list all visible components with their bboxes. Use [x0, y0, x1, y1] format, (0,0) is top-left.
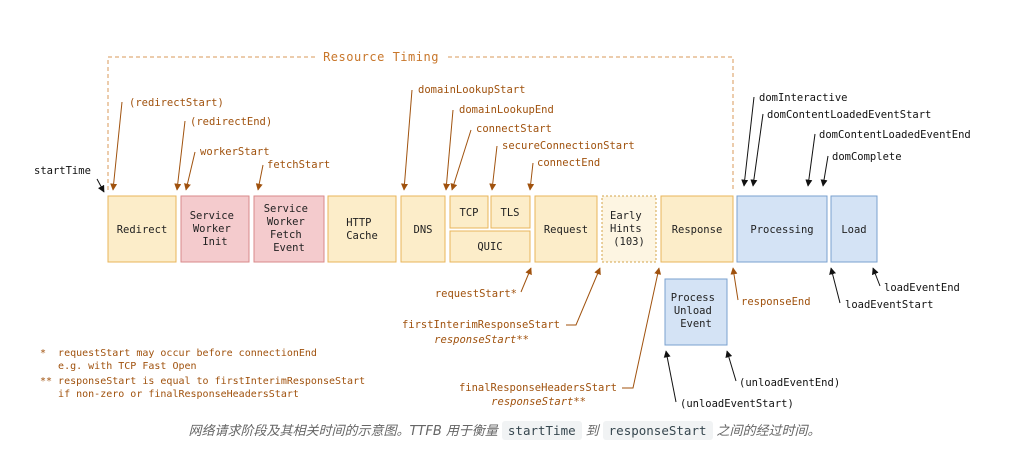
- worker-start-arrow: [184, 151, 196, 191]
- unload-event-start-label: (unloadEventStart): [680, 398, 794, 410]
- footnote-line-2: e.g. with TCP Fast Open: [40, 361, 197, 372]
- tcp-box: [449, 195, 489, 229]
- response-markers: requestStart* firstInterimResponseStart …: [402, 267, 811, 408]
- connect-start-label: connectStart: [476, 123, 552, 135]
- start-time-label: startTime: [34, 165, 91, 177]
- final-response-headers-start-arrow: [622, 267, 662, 389]
- footnote-line-3: ** responseStart is equal to firstInteri…: [40, 376, 365, 387]
- secure-connection-start-label: secureConnectionStart: [502, 140, 635, 152]
- redirect-end-arrow: [174, 120, 186, 191]
- redirect-end-label: (redirectEnd): [190, 116, 272, 128]
- resource-timing-bracket: Resource Timing: [107, 50, 734, 190]
- dom-interactive-label: domInteractive: [759, 92, 848, 104]
- dom-content-loaded-end-arrow: [805, 133, 816, 187]
- load-event-start-label: loadEventStart: [845, 299, 934, 311]
- request-start-label: requestStart*: [435, 288, 517, 300]
- load-event-start-arrow: [829, 267, 841, 304]
- footnote-line-1: * requestStart may occur before connecti…: [40, 348, 317, 359]
- response-end-arrow: [730, 267, 739, 301]
- first-interim-response-start-arrow: [566, 267, 601, 326]
- footnote-line-4: if non-zero or finalResponseHeadersStart: [40, 389, 299, 400]
- connect-start-arrow: [450, 129, 472, 191]
- caption-code-start-time: startTime: [501, 421, 582, 440]
- domain-lookup-end-arrow: [443, 109, 454, 191]
- tls-box: [490, 195, 531, 229]
- dom-interactive-arrow: [741, 96, 755, 187]
- request-box: [534, 195, 598, 263]
- phase-boxes: Redirect Service Worker Init Service Wor…: [107, 195, 878, 346]
- response-box: [660, 195, 734, 263]
- redirect-start-arrow: [110, 101, 123, 191]
- final-response-headers-start-label: finalResponseHeadersStart: [459, 382, 617, 394]
- caption-code-response-start: responseStart: [602, 421, 713, 440]
- process-unload-event-label: Process Unload Event: [671, 292, 722, 330]
- http-cache-box: [327, 195, 397, 263]
- load-event-end-arrow: [872, 267, 881, 287]
- connect-end-label: connectEnd: [537, 157, 600, 169]
- dom-content-loaded-end-label: domContentLoadedEventEnd: [819, 129, 971, 141]
- processing-label: Processing: [750, 224, 813, 236]
- connect-end-arrow: [527, 162, 535, 191]
- start-time-arrow: [96, 178, 105, 193]
- top-markers: startTime (redirectStart) (redirectEnd) …: [34, 84, 635, 193]
- dns-label: DNS: [414, 224, 433, 236]
- service-worker-init-box: [180, 195, 250, 263]
- worker-start-label: workerStart: [200, 146, 270, 158]
- fetch-start-arrow: [255, 164, 264, 191]
- service-worker-fetch-box: [253, 195, 325, 263]
- redirect-box-label: Redirect: [117, 224, 168, 236]
- request-label: Request: [544, 224, 588, 236]
- secure-connection-start-arrow: [489, 145, 498, 191]
- dom-complete-arrow: [820, 155, 829, 187]
- load-label: Load: [841, 224, 866, 236]
- response-label: Response: [672, 224, 723, 236]
- resource-timing-title: Resource Timing: [323, 50, 439, 64]
- tls-label: TLS: [501, 207, 520, 219]
- tcp-label: TCP: [460, 207, 479, 219]
- document-markers: domInteractive domContentLoadedEventStar…: [663, 92, 971, 410]
- process-unload-event-box: [664, 278, 728, 346]
- caption-text-3: 之间的经过时间。: [716, 424, 821, 439]
- response-end-label: responseEnd: [741, 296, 811, 308]
- load-event-end-label: loadEventEnd: [884, 282, 960, 294]
- request-start-arrow: [520, 267, 532, 293]
- http-cache-label: HTTP Cache: [346, 217, 378, 242]
- early-hints-label: Early Hints (103): [610, 210, 648, 248]
- redirect-start-label: (redirectStart): [129, 97, 224, 109]
- quic-box: [449, 230, 531, 263]
- service-worker-init-label: Service Worker Init: [190, 210, 241, 248]
- early-hints-box: [601, 195, 657, 263]
- first-interim-response-start-label: firstInterimResponseStart: [402, 319, 560, 331]
- redirect-box: [107, 195, 177, 263]
- domain-lookup-end-label: domainLookupEnd: [459, 104, 554, 116]
- fetch-start-label: fetchStart: [267, 159, 330, 171]
- processing-box: [736, 195, 828, 263]
- caption-text-1: 网络请求阶段及其相关时间的示意图。TTFB 用于衡量: [188, 424, 498, 439]
- unload-event-end-arrow: [725, 350, 737, 382]
- response-start-note-2: responseStart**: [491, 396, 586, 408]
- service-worker-fetch-label: Service Worker Fetch Event: [264, 203, 315, 254]
- footnotes: * requestStart may occur before connecti…: [40, 348, 365, 400]
- dom-complete-label: domComplete: [832, 151, 902, 163]
- response-start-note-1: responseStart**: [434, 334, 529, 346]
- load-box: [830, 195, 878, 263]
- unload-event-start-arrow: [663, 350, 677, 403]
- quic-label: QUIC: [477, 241, 502, 253]
- dom-content-loaded-start-label: domContentLoadedEventStart: [767, 109, 931, 121]
- dom-content-loaded-start-arrow: [750, 113, 764, 187]
- domain-lookup-start-label: domainLookupStart: [418, 84, 525, 96]
- dns-box: [400, 195, 446, 263]
- unload-event-end-label: (unloadEventEnd): [739, 377, 840, 389]
- domain-lookup-start-arrow: [401, 89, 413, 191]
- caption-text-2: 到: [585, 424, 599, 439]
